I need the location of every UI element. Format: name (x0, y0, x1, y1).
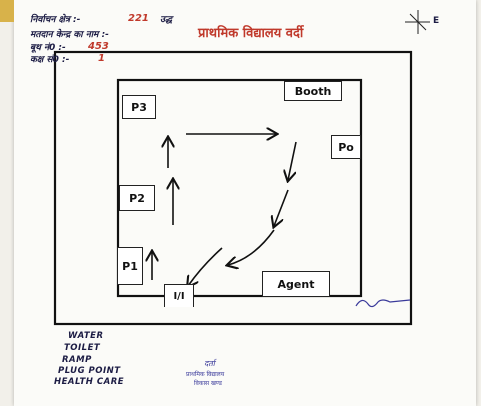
polling-station-label: मतदान केन्द्र का नाम :- (30, 30, 109, 40)
tape-corner (0, 0, 14, 22)
room-boundary (116, 78, 363, 298)
entrance-door: Ⅰ/Ⅰ (164, 284, 194, 307)
legend-toilet: TOILET (64, 343, 101, 353)
paper-sheet (14, 0, 476, 406)
legend-ramp: RAMP (62, 355, 92, 365)
polling-officer-2-box: P2 (119, 185, 155, 211)
booth-box: Booth (284, 81, 342, 101)
agent-label: Agent (277, 277, 315, 291)
booth-number-value: 453 (88, 41, 109, 52)
p1-label: P1 (122, 259, 138, 273)
legend-health-care: HEALTH CARE (54, 377, 125, 387)
stamp-school-name: प्राथमिक विद्यालय (186, 371, 225, 378)
legend-plug-point: PLUG POINT (58, 366, 121, 376)
p3-label: P3 (131, 100, 147, 114)
room-number-label: कक्ष सं0 :- (30, 55, 70, 65)
po-label: Po (338, 140, 354, 154)
polling-officer-1-box: P1 (117, 247, 143, 285)
stamp-block: विकास खण्ड (194, 380, 222, 387)
agent-box: Agent (262, 271, 330, 297)
constituency-value: 221 (128, 13, 149, 24)
stamp-signature: दर्ता (204, 359, 215, 368)
presiding-officer-3-box: P3 (122, 95, 156, 119)
signature-mark (355, 299, 411, 308)
legend-water: WATER (68, 331, 104, 341)
outer-boundary (53, 50, 413, 326)
booth-number-label: बूथ नं0 :- (30, 43, 66, 53)
compass-icon (405, 10, 430, 34)
constituency-extra: उद्ध (160, 15, 173, 25)
booth-label: Booth (294, 84, 332, 98)
voter-flow-arrows (152, 134, 297, 286)
presiding-officer-box: Po (331, 135, 361, 159)
polling-station-name: प्राथमिक विद्यालय वर्दी (198, 26, 304, 41)
door-label: Ⅰ/Ⅰ (173, 290, 185, 302)
room-number-value: 1 (98, 53, 105, 64)
p2-label: P2 (129, 191, 145, 205)
constituency-label: निर्वाचन क्षेत्र :- (30, 15, 81, 25)
compass-east-label: E (433, 16, 440, 26)
